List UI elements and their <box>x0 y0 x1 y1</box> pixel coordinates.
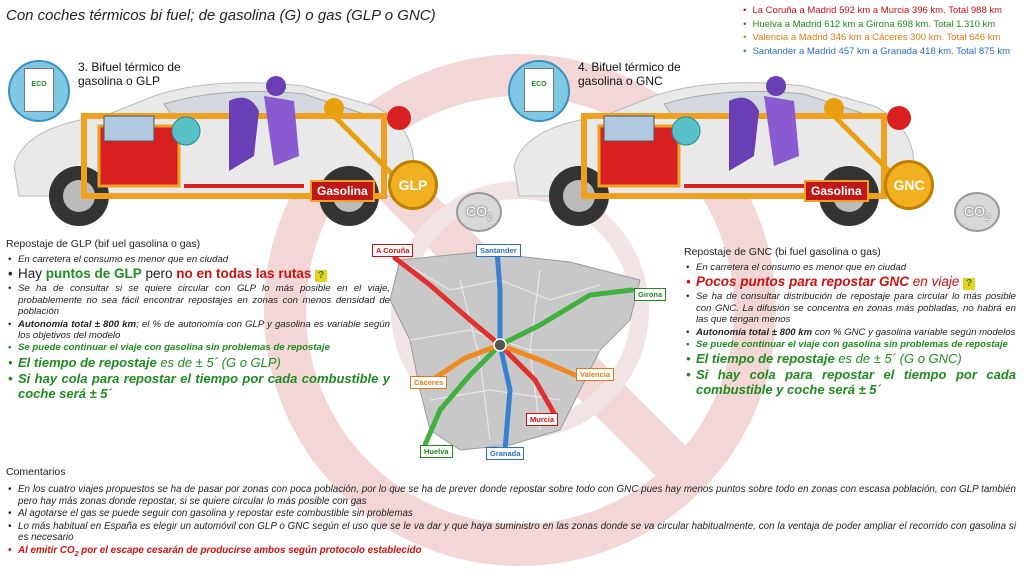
city-label-valencia: Valencia <box>576 368 615 381</box>
map-svg <box>389 247 641 453</box>
route-bullet: • <box>743 45 747 57</box>
route-item: • La Coruña a Madrid 592 km a Murcia 396… <box>740 4 1010 18</box>
co2-text: CO <box>465 203 487 219</box>
text-part: no en todas las rutas <box>176 266 312 282</box>
gnc-refuel-section: Repostaje de GNC (bi fuel gasolina o gas… <box>684 246 1016 398</box>
right-car-caption: 4. Bifuel térmico de gasolina o GNC <box>578 60 681 88</box>
caption-line-1: 3. Bifuel térmico de <box>78 60 181 74</box>
car-illustration <box>513 76 915 226</box>
caption-line-1: 4. Bifuel térmico de <box>578 60 681 74</box>
text-part: Autonomía total ± 800 km <box>18 318 137 330</box>
co2-cloud-icon: CO2 <box>456 192 502 232</box>
text-part: Hay <box>18 266 46 282</box>
eco-badge-text: ECO <box>524 68 554 112</box>
list-item: En carretera el consumo es menor que en … <box>684 262 1016 274</box>
list-item: Al agotarse el gas se puede seguir con g… <box>6 508 1016 520</box>
list-item: En los cuatro viajes propuestos se ha de… <box>6 484 1016 507</box>
city-label-huelva: Huelva <box>420 445 453 458</box>
question-icon: ? <box>315 270 328 283</box>
city-label-coruna: A Coruña <box>372 244 414 257</box>
list-item: Al emitir CO2 por el escape cesarán de p… <box>6 545 1016 561</box>
text-part: es de ± 5´ (G o GLP) <box>156 354 281 370</box>
list-item: Autonomía total ± 800 km con % GNC y gas… <box>684 326 1016 339</box>
glp-tank-label: GLP <box>388 160 438 210</box>
list-item: Lo más habitual en España es elegir un a… <box>6 521 1016 544</box>
eco-badge-icon: ECO <box>8 60 70 122</box>
eco-badge-text: ECO <box>24 68 54 112</box>
route-text: Valencia a Madrid 346 km a Cáceres 300 k… <box>752 32 1001 43</box>
text-part: 2 <box>74 550 79 558</box>
route-item: • Valencia a Madrid 346 km a Cáceres 300… <box>740 31 1010 45</box>
section-title: Repostaje de GLP (bif uel gasolina o gas… <box>6 238 201 250</box>
text-part: por el escape cesarán de producirse ambo… <box>78 544 422 556</box>
list-item: El tiempo de repostaje es de ± 5´ (G o G… <box>6 355 390 370</box>
list-item: En carretera el consumo es menor que en … <box>6 254 390 266</box>
route-text: Santander a Madrid 457 km a Granada 418 … <box>752 45 1010 57</box>
list-item: Se ha de consultar si se quiere circular… <box>6 283 390 317</box>
text-part: El tiempo de repostaje <box>18 354 157 370</box>
text-part: Autonomía total ± 800 km <box>696 326 813 338</box>
text-part: con % GNC y gasolina variable según mode… <box>812 326 1016 338</box>
caption-line-2: gasolina o GLP <box>78 74 161 88</box>
city-label-caceres: Cáceres <box>410 376 448 389</box>
routes-legend: • La Coruña a Madrid 592 km a Murcia 396… <box>740 4 1010 58</box>
eco-badge-icon: ECO <box>508 60 570 122</box>
city-label-girona: Girona <box>634 288 667 301</box>
route-bullet: • <box>743 32 747 43</box>
text-part: Pocos puntos para repostar GNC <box>696 274 910 290</box>
glp-refuel-section: Repostaje de GLP (bif uel gasolina o gas… <box>6 238 390 402</box>
route-bullet: • <box>743 5 747 16</box>
list-item: Si hay cola para repostar el tiempo por … <box>6 371 390 401</box>
co2-cloud-icon: CO2 <box>954 192 1000 232</box>
co2-text: CO <box>963 203 985 219</box>
gasoline-tank-label: Gasolina <box>310 180 375 202</box>
list-item: Si hay cola para repostar el tiempo por … <box>684 367 1016 397</box>
question-icon: ? <box>963 278 976 291</box>
route-bullet: • <box>743 18 747 30</box>
gnc-tank-label: GNC <box>884 160 934 210</box>
spain-route-map: A Coruña Santander Girona Cáceres Valenc… <box>370 240 670 465</box>
route-item: • Huelva a Madrid 612 km a Girona 698 km… <box>740 18 1010 32</box>
caption-line-2: gasolina o GNC <box>578 74 663 88</box>
gasoline-tank-label: Gasolina <box>804 180 869 202</box>
city-label-granada: Granada <box>486 447 525 460</box>
left-car-caption: 3. Bifuel térmico de gasolina o GLP <box>78 60 181 88</box>
route-text: La Coruña a Madrid 592 km a Murcia 396 k… <box>752 5 1003 16</box>
list-item: Pocos puntos para repostar GNC en viaje … <box>684 274 1016 291</box>
route-text: Huelva a Madrid 612 km a Girona 698 km. … <box>752 18 996 30</box>
left-car-diagram: Gasolina GLP CO2 <box>4 56 502 236</box>
page-title: Con coches térmicos bi fuel; de gasolina… <box>6 7 436 24</box>
list-item: Se puede continuar el viaje con gasolina… <box>6 342 390 354</box>
text-part: es de ± 5´ (G o GNC) <box>834 351 962 367</box>
text-part: El tiempo de repostaje <box>696 351 835 367</box>
comments-title: Comentarios <box>6 466 66 478</box>
list-item: Autonomía total ± 800 km; el % de autono… <box>6 319 390 342</box>
route-item: • Santander a Madrid 457 km a Granada 41… <box>740 45 1010 59</box>
city-label-santander: Santander <box>476 244 521 257</box>
co2-sub: 2 <box>486 211 492 222</box>
comments-section: Comentarios En los cuatro viajes propues… <box>6 466 1016 562</box>
list-item: El tiempo de repostaje es de ± 5´ (G o G… <box>684 351 1016 366</box>
list-item: Se ha de consultar distribución de repos… <box>684 291 1016 325</box>
text-part: puntos de GLP <box>45 266 142 282</box>
list-item: Hay puntos de GLP pero no en todas las r… <box>6 266 390 283</box>
co2-sub: 2 <box>984 211 990 222</box>
text-part: Al emitir CO <box>18 544 75 556</box>
section-title: Repostaje de GNC (bi fuel gasolina o gas… <box>684 246 881 258</box>
list-item: Se puede continuar el viaje con gasolina… <box>684 339 1016 351</box>
city-label-murcia: Murcia <box>526 413 559 426</box>
text-part: ; el % de autonomía con GLP y gasolina e… <box>18 318 391 342</box>
text-part: pero <box>141 266 177 282</box>
right-car-diagram: Gasolina GNC <box>504 56 934 236</box>
text-part: en viaje <box>909 274 960 290</box>
